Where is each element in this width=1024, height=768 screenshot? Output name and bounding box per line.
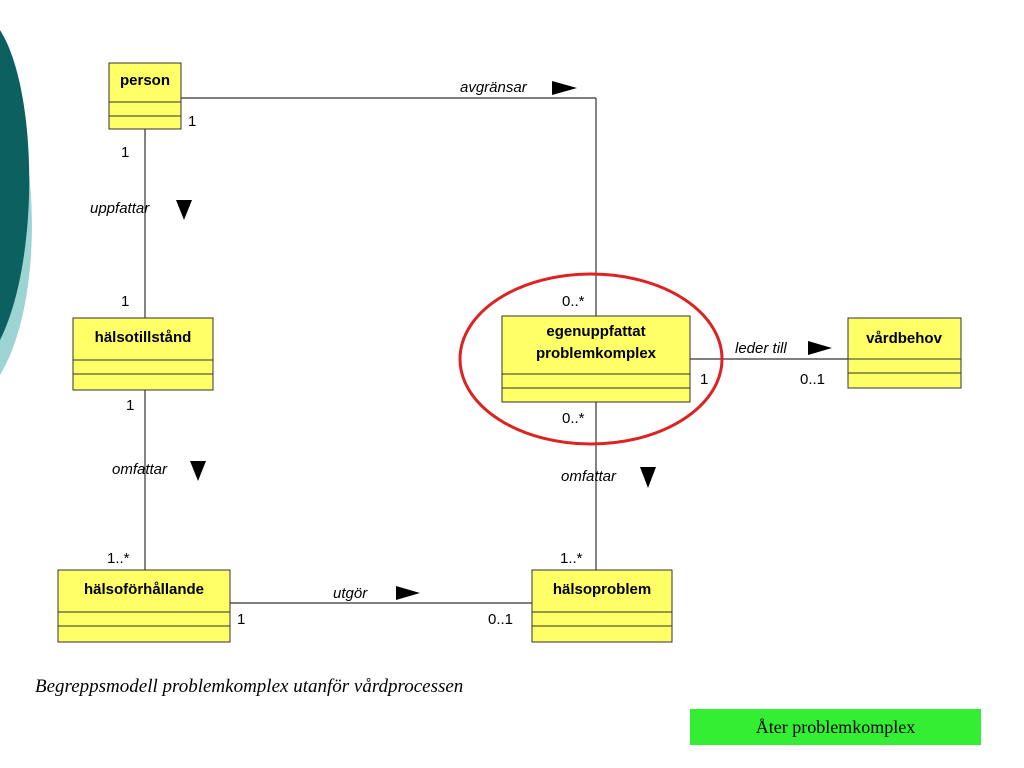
class-halsoforhallande-name: hälsoförhållande xyxy=(84,581,204,598)
class-egenuppfattat-problemkomplex[interactable]: egenuppfattat problemkomplex xyxy=(501,315,691,403)
mult-halsoforhallande-right: 1 xyxy=(237,611,245,628)
back-to-problemkomplex-button[interactable]: Åter problemkomplex xyxy=(690,709,981,745)
mult-halsoforhallande-top: 1..* xyxy=(107,550,130,567)
assoc-uppfattar-label: uppfattar xyxy=(90,200,150,217)
arrow-right-icon xyxy=(552,81,577,95)
mult-egen-top: 0..* xyxy=(562,293,585,310)
class-egen-name-line2: problemkomplex xyxy=(536,345,657,362)
class-halsoproblem-name: hälsoproblem xyxy=(553,581,651,598)
class-halsotillstand[interactable]: hälsotillstånd xyxy=(72,317,214,391)
arrow-right-icon xyxy=(808,341,832,355)
class-halsotillstand-name: hälsotillstånd xyxy=(95,329,192,346)
arrow-down-icon xyxy=(190,461,206,481)
class-egen-name-line1: egenuppfattat xyxy=(546,323,645,340)
class-halsoforhallande[interactable]: hälsoförhållande xyxy=(57,569,231,643)
uml-diagram: person hälsotillstånd egenuppfattat prob… xyxy=(57,62,962,643)
mult-halsoproblem-top: 1..* xyxy=(560,550,583,567)
mult-egen-bottom: 0..* xyxy=(562,410,585,427)
side-decoration xyxy=(0,30,32,375)
assoc-utgor-label: utgör xyxy=(333,585,368,602)
teal-dark-shape xyxy=(0,30,30,340)
mult-egen-right: 1 xyxy=(700,371,708,388)
arrow-down-icon xyxy=(176,200,192,220)
class-vardbehov-name: vårdbehov xyxy=(866,330,943,347)
class-halsoproblem[interactable]: hälsoproblem xyxy=(531,569,673,643)
assoc-avgransar-label: avgränsar xyxy=(460,79,528,96)
arrow-down-icon xyxy=(640,467,656,488)
assoc-omfattar-left-label: omfattar xyxy=(112,461,168,478)
assoc-omfattar-right-label: omfattar xyxy=(561,468,617,485)
mult-person-bottom: 1 xyxy=(121,144,129,161)
class-vardbehov[interactable]: vårdbehov xyxy=(847,317,962,389)
highlight-ellipse xyxy=(458,272,724,446)
class-person-name: person xyxy=(120,72,170,89)
mult-vardbehov-left: 0..1 xyxy=(800,371,825,388)
mult-halsotillstand-bottom: 1 xyxy=(126,397,134,414)
mult-halsoproblem-left: 0..1 xyxy=(488,611,513,628)
figure-caption: Begreppsmodell problemkomplex utanför vå… xyxy=(35,676,464,697)
class-person[interactable]: person xyxy=(108,62,182,130)
arrow-right-icon xyxy=(396,586,420,600)
mult-person-right: 1 xyxy=(188,113,196,130)
mult-halsotillstand-top: 1 xyxy=(121,293,129,310)
assoc-leder-till-label: leder till xyxy=(735,340,787,357)
